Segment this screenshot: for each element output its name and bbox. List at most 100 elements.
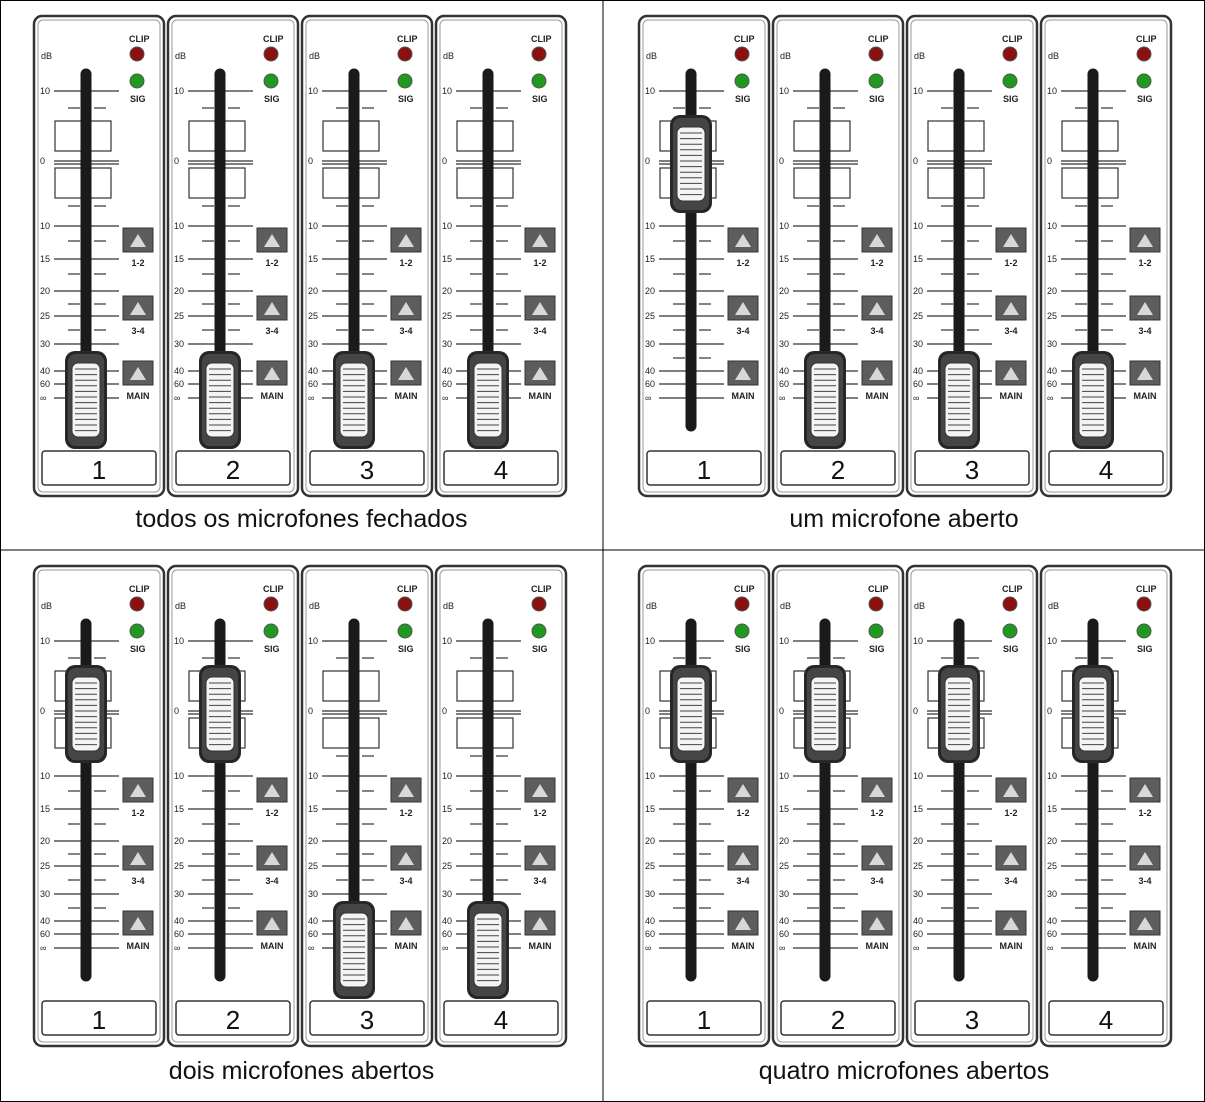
sig-label: SIG (869, 644, 885, 654)
scale-label: 10 (308, 221, 318, 231)
channel-number: 2 (831, 1005, 845, 1035)
clip-led (1003, 47, 1017, 61)
db-label: dB (914, 51, 925, 61)
scale-label: 10 (174, 636, 184, 646)
scale-label: 25 (442, 311, 452, 321)
fader-knob (65, 665, 107, 763)
sig-led (1003, 624, 1017, 638)
scale-label: 0 (1047, 156, 1052, 166)
scale-label: 40 (645, 366, 655, 376)
scale-label: 15 (913, 254, 923, 264)
sig-label: SIG (869, 94, 885, 104)
scale-label: 40 (174, 916, 184, 926)
fader-knob (1072, 665, 1114, 763)
sig-label: SIG (130, 94, 146, 104)
clip-label: CLIP (397, 34, 418, 44)
clip-label: CLIP (734, 584, 755, 594)
bus-1-2-label: 1-2 (1004, 808, 1017, 818)
scale-label: 30 (308, 339, 318, 349)
scale-label: 15 (174, 804, 184, 814)
scale-label: 25 (40, 311, 50, 321)
scale-label: 10 (645, 771, 655, 781)
strip-frame (34, 566, 164, 1046)
bus-1-2-label: 1-2 (265, 258, 278, 268)
db-label: dB (309, 601, 320, 611)
scale-label: 30 (308, 889, 318, 899)
fader-knob-face (945, 677, 973, 751)
clip-led (130, 597, 144, 611)
bus-3-4-label: 3-4 (265, 876, 278, 886)
scale-label: 60 (40, 929, 50, 939)
main-label: MAIN (1000, 391, 1023, 401)
scale-label: 25 (779, 311, 789, 321)
sig-label: SIG (264, 94, 280, 104)
scale-label: 25 (779, 861, 789, 871)
scale-label: 0 (40, 706, 45, 716)
channel-strip: dBCLIPSIG10010152025304060∞1-23-4MAIN3 (907, 566, 1037, 1046)
mixer-strips: dBCLIPSIG10010152025304060∞1-23-4MAIN1dB… (603, 550, 1205, 1050)
strip-frame (907, 566, 1037, 1046)
scale-label: ∞ (308, 943, 314, 953)
main-label: MAIN (529, 391, 552, 401)
channel-strip: dBCLIPSIG10010152025304060∞1-23-4MAIN4 (1041, 566, 1171, 1046)
scale-label: 15 (1047, 804, 1057, 814)
scale-label: 40 (308, 916, 318, 926)
panel-caption: um microfone aberto (603, 505, 1205, 534)
db-label: dB (1048, 51, 1059, 61)
channel-number: 1 (697, 1005, 711, 1035)
scale-label: 15 (779, 254, 789, 264)
scale-label: 60 (1047, 929, 1057, 939)
scale-label: ∞ (174, 943, 180, 953)
fader-knob (804, 665, 846, 763)
scale-label: ∞ (779, 943, 785, 953)
scale-label: ∞ (1047, 943, 1053, 953)
scale-label: ∞ (913, 393, 919, 403)
db-label: dB (309, 51, 320, 61)
clip-led (869, 597, 883, 611)
mixer-strips: dBCLIPSIG10010152025304060∞1-23-4MAIN1dB… (0, 0, 603, 500)
scale-label: 30 (442, 889, 452, 899)
db-label: dB (780, 51, 791, 61)
scale-label: 30 (174, 889, 184, 899)
channel-number: 3 (965, 1005, 979, 1035)
bus-3-4-label: 3-4 (1004, 876, 1017, 886)
scale-label: 10 (1047, 771, 1057, 781)
scale-label: 40 (913, 366, 923, 376)
sig-label: SIG (264, 644, 280, 654)
bus-3-4-label: 3-4 (533, 876, 546, 886)
scale-label: 60 (913, 929, 923, 939)
mixer-strips: dBCLIPSIG10010152025304060∞1-23-4MAIN1dB… (603, 0, 1205, 500)
main-label: MAIN (732, 941, 755, 951)
bus-1-2-label: 1-2 (1004, 258, 1017, 268)
scale-label: 60 (779, 379, 789, 389)
clip-label: CLIP (129, 584, 150, 594)
scale-label: 10 (442, 636, 452, 646)
bus-3-4-label: 3-4 (1138, 876, 1151, 886)
clip-label: CLIP (531, 34, 552, 44)
clip-led (532, 47, 546, 61)
scale-label: 40 (442, 916, 452, 926)
channel-number: 4 (1099, 455, 1113, 485)
fader-knob-face (340, 913, 368, 987)
sig-label: SIG (398, 644, 414, 654)
bus-3-4-label: 3-4 (736, 326, 749, 336)
clip-led (130, 47, 144, 61)
scale-label: 60 (442, 929, 452, 939)
fader-knob (65, 351, 107, 449)
sig-led (735, 624, 749, 638)
bus-1-2-label: 1-2 (131, 808, 144, 818)
scale-label: 20 (779, 286, 789, 296)
scale-label: ∞ (40, 943, 46, 953)
scale-label: 20 (308, 286, 318, 296)
scale-label: 0 (174, 706, 179, 716)
bus-1-2-label: 1-2 (399, 808, 412, 818)
fader-knob (467, 901, 509, 999)
channel-strip: dBCLIPSIG10010152025304060∞1-23-4MAIN2 (168, 16, 298, 496)
channel-strip: dBCLIPSIG10010152025304060∞1-23-4MAIN2 (773, 16, 903, 496)
sig-led (869, 74, 883, 88)
clip-led (1003, 597, 1017, 611)
scale-label: 40 (40, 916, 50, 926)
scale-label: 30 (913, 339, 923, 349)
